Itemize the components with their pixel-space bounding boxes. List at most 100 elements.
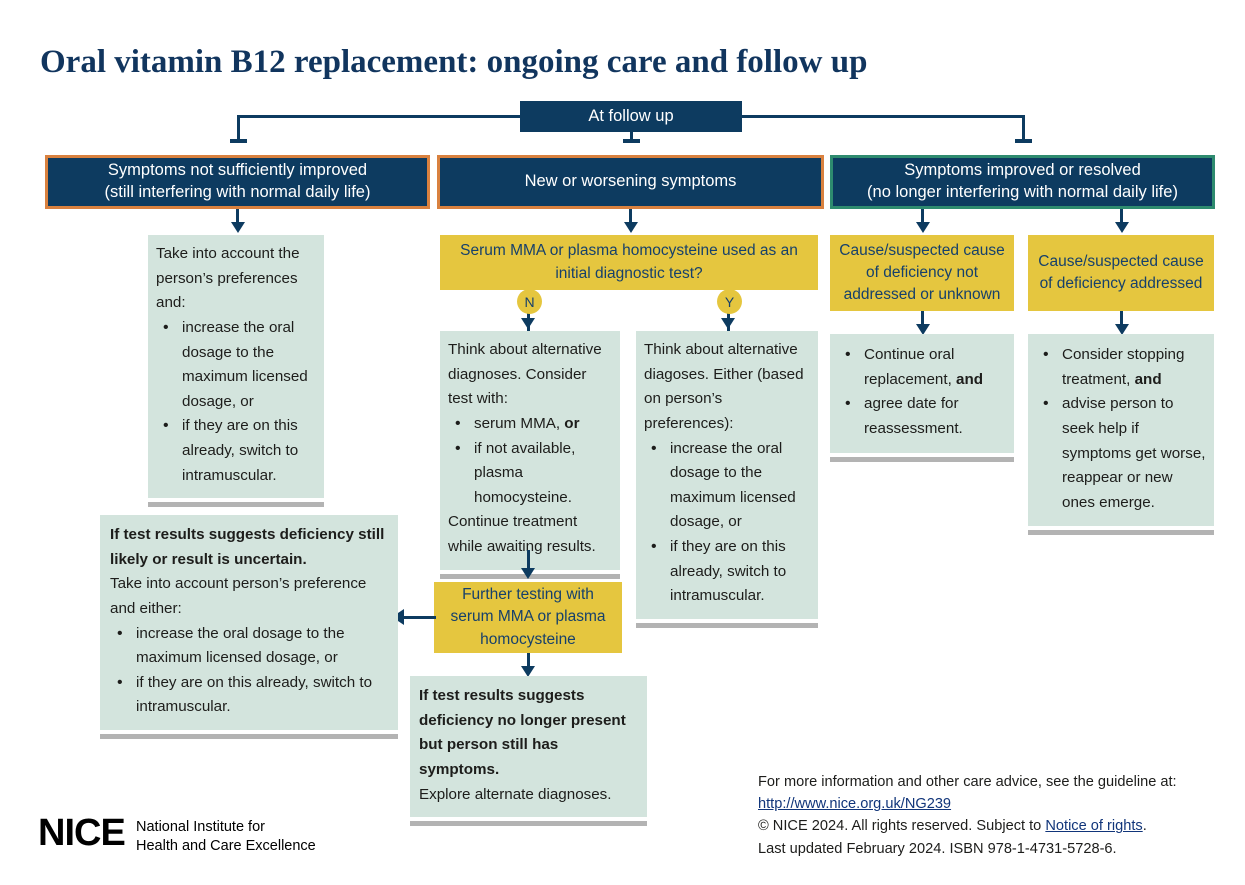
list-item: increase the oral dosage to the maximum … — [156, 315, 316, 415]
list-item: if not available, plasma homocysteine. — [448, 436, 612, 511]
list-item: if they are on this already, switch to i… — [644, 534, 810, 609]
box-shadow-bar — [636, 622, 818, 628]
list-item: advise person to seek help if symptoms g… — [1036, 391, 1206, 515]
box-result-still-likely-wrap: If test results suggests deficiency stil… — [100, 515, 398, 739]
list-item: serum MMA, or — [448, 411, 612, 437]
connector-drop-center — [630, 132, 633, 141]
connector-col2-v1 — [629, 209, 632, 225]
connector-col4-v2 — [921, 311, 924, 327]
arrow-col5-1 — [1115, 222, 1129, 233]
box-shadow-bar — [830, 456, 1014, 462]
box-decision-mma: Serum MMA or plasma homocysteine used as… — [440, 235, 818, 290]
box-think-alt-consider-wrap: Think about alternative diagnoses. Consi… — [440, 331, 620, 579]
list-item-emphasis: and — [1134, 370, 1162, 388]
footer-url-line: http://www.nice.org.uk/NG239 — [758, 793, 1228, 815]
arrow-col4-1 — [916, 222, 930, 233]
result-no-longer-outro: Explore alternate diagnoses. — [419, 785, 612, 803]
connector-further-testing-down — [527, 653, 530, 669]
box-cause-not-addressed-label: Cause/suspected cause of deficiency not … — [839, 241, 1005, 304]
consider-stopping-list: Consider stopping treatment, and advise … — [1036, 342, 1206, 515]
box-result-no-longer: If test results suggests deficiency no l… — [410, 676, 647, 818]
nice-logo-subtitle-line1: National Institute for — [136, 819, 265, 835]
header-new-or-worsening-line1: New or worsening symptoms — [524, 172, 737, 191]
box-think-alt-either-wrap: Think about alternative diagoses. Either… — [636, 331, 818, 628]
box-continue-oral: Continue oral replacement, and agree dat… — [830, 334, 1014, 453]
box-take-into-account: Take into account the person’s preferenc… — [148, 235, 324, 499]
result-still-likely-intro: Take into account person’s preference an… — [110, 575, 367, 617]
take-into-account-intro: Take into account the person’s preferenc… — [156, 245, 300, 312]
result-still-likely-list: increase the oral dosage to the maximum … — [110, 620, 388, 721]
connector-col1-v1 — [236, 209, 239, 225]
arrow-col5-2 — [1115, 324, 1129, 335]
connector-tick-center — [623, 139, 640, 143]
nice-logo-subtitle-line2: Health and Care Excellence — [136, 838, 316, 855]
think-alt-consider-intro: Think about alternative diagnoses. Consi… — [448, 341, 602, 408]
connector-col5-v2 — [1120, 311, 1123, 327]
node-at-follow-up-label: At follow up — [588, 106, 674, 125]
copyright-post: . — [1142, 818, 1147, 835]
connector-further-testing-left — [404, 616, 436, 619]
connector-drop-left — [237, 115, 240, 141]
list-item: agree date for reassessment. — [838, 391, 1006, 441]
header-symptoms-improved-line2: (no longer interfering with normal daily… — [867, 183, 1178, 201]
connector-col4-v1 — [921, 209, 924, 225]
footer-copyright-line: © NICE 2024. All rights reserved. Subjec… — [758, 815, 1228, 837]
header-new-or-worsening: New or worsening symptoms — [437, 155, 824, 209]
arrow-further-testing-down — [521, 666, 535, 677]
list-item-emphasis: and — [956, 370, 984, 388]
node-at-follow-up: At follow up — [520, 101, 742, 132]
box-consider-stopping: Consider stopping treatment, and advise … — [1028, 334, 1214, 527]
header-symptoms-not-improved: Symptoms not sufficiently improved (stil… — [45, 155, 430, 209]
result-no-longer-bold-intro: If test results suggests deficiency no l… — [419, 687, 626, 778]
box-cause-not-addressed: Cause/suspected cause of deficiency not … — [830, 235, 1014, 311]
list-item-emphasis: or — [564, 414, 580, 432]
arrow-col2-1 — [624, 222, 638, 233]
nice-logo-subtitle: National Institute for Health and Care E… — [136, 818, 316, 857]
connector-tick-right — [1015, 139, 1032, 143]
think-alt-either-list: increase the oral dosage to the maximum … — [644, 436, 810, 609]
notice-of-rights-link[interactable]: Notice of rights — [1045, 818, 1143, 835]
box-shadow-bar — [148, 502, 324, 508]
box-continue-oral-wrap: Continue oral replacement, and agree dat… — [830, 334, 1014, 462]
connector-spine-left — [237, 115, 520, 118]
box-consider-stopping-wrap: Consider stopping treatment, and advise … — [1028, 334, 1214, 536]
connector-further-testing-in — [527, 550, 530, 572]
think-alt-either-intro: Think about alternative diagoses. Either… — [644, 341, 804, 432]
list-item-text: Consider stopping treatment, — [1062, 346, 1185, 388]
list-item-text: serum MMA, — [474, 414, 565, 432]
footer-line-4: Last updated February 2024. ISBN 978-1-4… — [758, 840, 1117, 857]
guideline-link[interactable]: http://www.nice.org.uk/NG239 — [758, 796, 952, 813]
header-symptoms-improved: Symptoms improved or resolved (no longer… — [830, 155, 1215, 209]
branch-label-yes-text: Y — [724, 293, 735, 310]
footer-text: For more information and other care advi… — [758, 771, 1228, 860]
box-further-testing: Further testing with serum MMA or plasma… — [434, 582, 622, 653]
box-shadow-bar — [100, 734, 398, 739]
list-item: increase the oral dosage to the maximum … — [110, 620, 388, 671]
header-symptoms-improved-line1: Symptoms improved or resolved — [904, 161, 1141, 180]
think-alt-consider-outro: Continue treatment while awaiting result… — [448, 513, 596, 555]
connector-tick-left — [230, 139, 247, 143]
header-symptoms-not-improved-line1: Symptoms not sufficiently improved — [107, 161, 368, 180]
connector-spine-right — [742, 115, 1025, 118]
arrow-y — [721, 318, 735, 329]
box-decision-mma-label: Serum MMA or plasma homocysteine used as… — [460, 242, 798, 282]
page-title: Oral vitamin B12 replacement: ongoing ca… — [40, 44, 868, 80]
branch-label-no: N — [517, 289, 542, 314]
arrow-col1-1 — [231, 222, 245, 233]
list-item: Consider stopping treatment, and — [1036, 342, 1206, 392]
header-symptoms-not-improved-line2: (still interfering with normal daily lif… — [104, 183, 371, 201]
connector-col5-v1 — [1120, 209, 1123, 225]
continue-oral-list: Continue oral replacement, and agree dat… — [838, 342, 1006, 442]
box-further-testing-label: Further testing with serum MMA or plasma… — [450, 586, 606, 648]
footer-line-1: For more information and other care advi… — [758, 774, 1177, 790]
box-think-alt-consider: Think about alternative diagnoses. Consi… — [440, 331, 620, 570]
take-into-account-list: increase the oral dosage to the maximum … — [156, 315, 316, 488]
branch-label-yes: Y — [717, 289, 742, 314]
list-item: increase the oral dosage to the maximum … — [644, 436, 810, 536]
nice-logo-mark: NICE — [38, 812, 126, 854]
box-cause-addressed-label: Cause/suspected cause of deficiency addr… — [1038, 252, 1204, 292]
branch-label-no-text: N — [524, 293, 535, 310]
box-shadow-bar — [410, 821, 647, 827]
copyright-pre: © NICE 2024. All rights reserved. Subjec… — [758, 818, 1046, 835]
